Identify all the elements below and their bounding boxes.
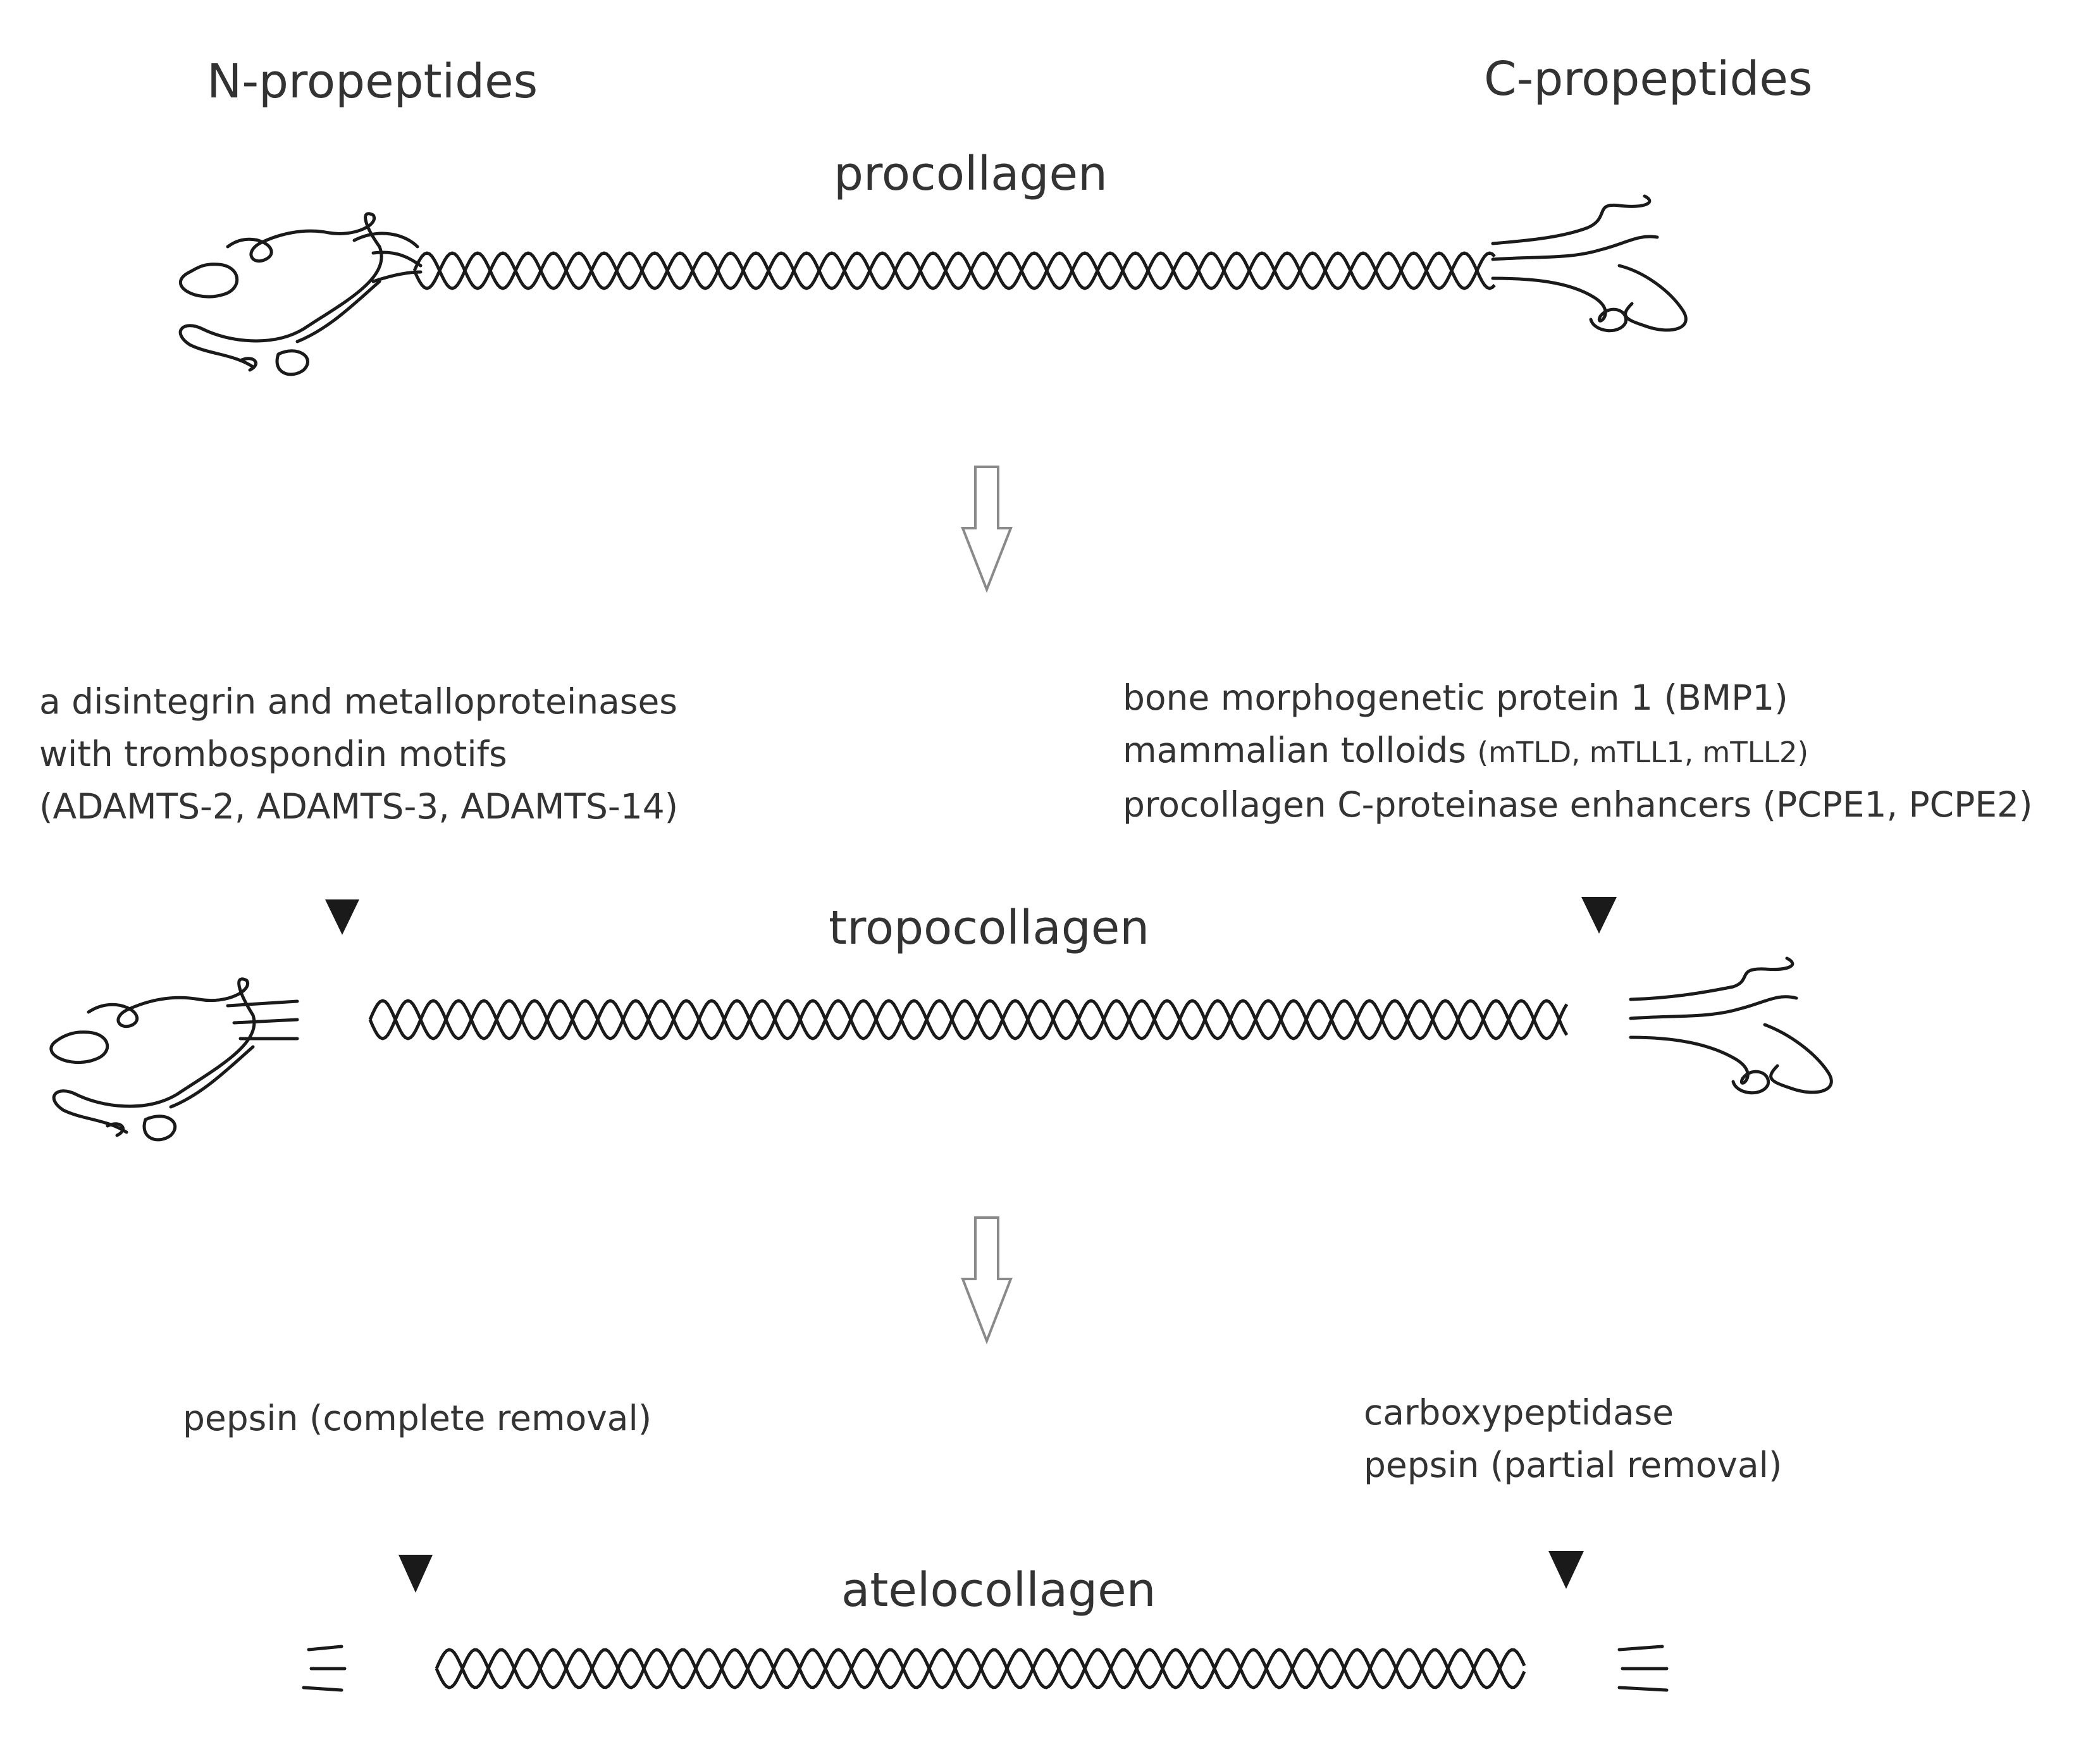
arrow-tropocollagen-to-atelocollagen [961, 1216, 1013, 1345]
c-cleavage-marker-1 [1581, 897, 1617, 934]
atelocollagen-n-ends [302, 1645, 347, 1692]
tropocollagen-helix [368, 999, 1569, 1041]
n-propeptides-label: N-propeptides [207, 54, 538, 109]
tropocollagen-helix-strand-2 [368, 999, 1569, 1041]
n-cleavage-marker-1 [325, 899, 359, 935]
pepsin-complete-label: pepsin (complete removal) [183, 1398, 652, 1438]
carboxypeptidase-label: carboxypeptidase [1364, 1392, 1674, 1433]
down-arrows [961, 466, 1013, 1345]
triple-helices [368, 251, 1569, 1689]
c-enzyme-line-2: mammalian tolloids (mTLD, mTLL1, mTLL2) [1123, 724, 2032, 779]
pepsin-partial-label: pepsin (partial removal) [1364, 1445, 1782, 1485]
c-enzyme-line-1: bone morphogenetic protein 1 (BMP1) [1123, 677, 1788, 718]
procollagen-helix [412, 251, 1496, 290]
n-enzyme-line-3: (ADAMTS-2, ADAMTS-3, ADAMTS-14) [39, 786, 679, 827]
c-propeptides-label: C-propeptides [1484, 52, 1813, 106]
n-enzyme-line-1: a disintegrin and metalloproteinases [39, 681, 677, 722]
c-enzyme-line-2-main: mammalian tolloids [1123, 730, 1467, 770]
procollagen-helix-strand-2 [412, 251, 1496, 290]
tropocollagen-label: tropocollagen [829, 901, 1150, 955]
c-enzyme-line-3: procollagen C-proteinase enhancers (PCPE… [1123, 784, 2033, 825]
tropocollagen-helix-strand-1 [368, 999, 1569, 1041]
tropocollagen-c-propeptides [1629, 956, 1833, 1095]
c-terminal-enzymes: bone morphogenetic protein 1 (BMP1) mamm… [1123, 672, 2032, 831]
c-enzyme-line-2-small: (mTLD, mTLL1, mTLL2) [1477, 736, 1809, 769]
procollagen-n-propeptides [178, 212, 423, 376]
propeptide-coils [49, 194, 1833, 1692]
procollagen-helix-strand-1 [412, 251, 1496, 290]
c-removal-enzymes: carboxypeptidase pepsin (partial removal… [1364, 1387, 1782, 1492]
atelocollagen-label: atelocollagen [841, 1563, 1156, 1617]
n-terminal-enzymes: a disintegrin and metalloproteinases wit… [39, 676, 678, 833]
atelocollagen-c-ends [1617, 1645, 1669, 1692]
tropocollagen-n-propeptides [49, 977, 299, 1142]
atelocollagen-helix [435, 1648, 1526, 1689]
cleavage-markers [325, 897, 1617, 1593]
c-cleavage-marker-2 [1548, 1551, 1584, 1589]
arrow-procollagen-to-tropocollagen [961, 466, 1013, 593]
n-enzyme-line-2: with trombospondin motifs [39, 734, 507, 774]
procollagen-c-propeptides [1491, 194, 1688, 333]
procollagen-label: procollagen [834, 147, 1108, 201]
n-cleavage-marker-2 [398, 1555, 433, 1593]
atelocollagen-helix-strand-2 [435, 1648, 1526, 1689]
